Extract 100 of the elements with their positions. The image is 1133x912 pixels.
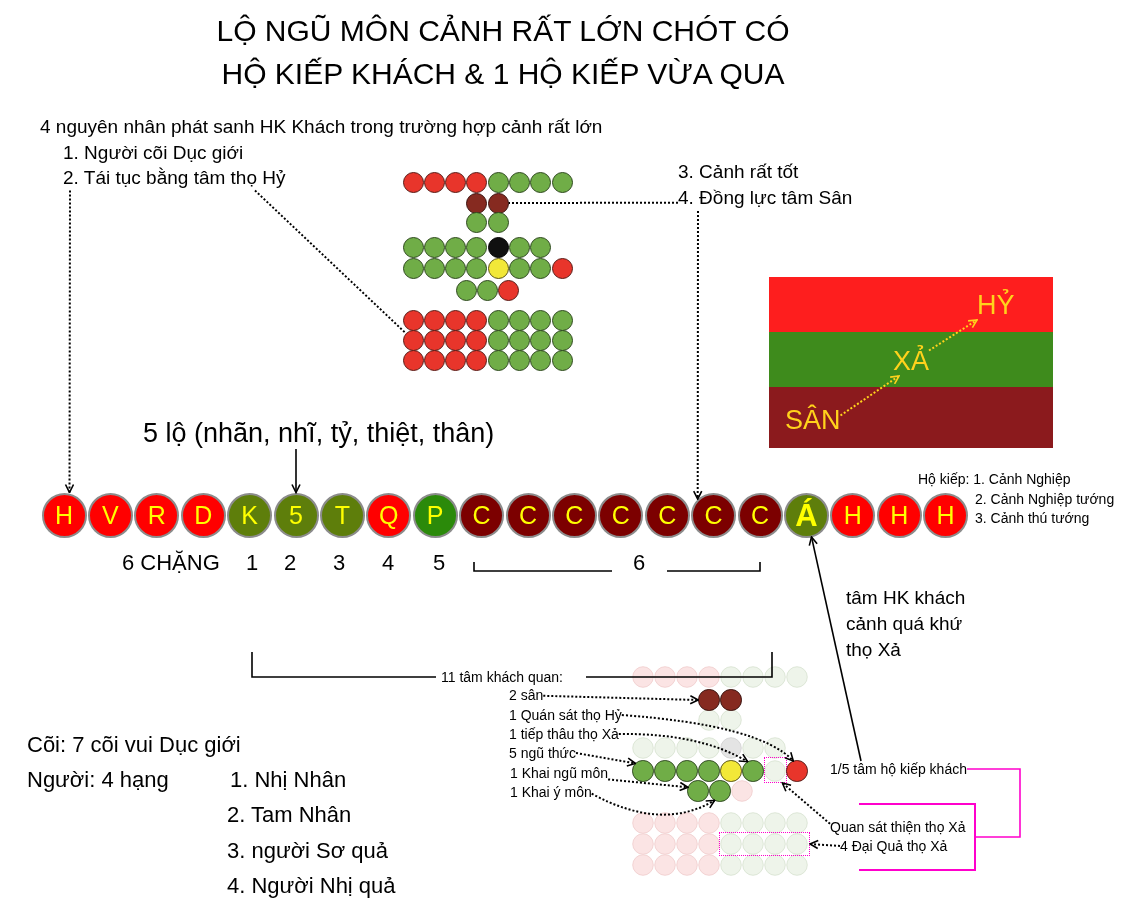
dot — [720, 689, 742, 711]
callout-text: 1/5 tâm hộ kiếp khách — [830, 761, 967, 777]
dot — [487, 211, 509, 233]
dot — [455, 279, 477, 301]
title: LỘ NGŨ MÔN CẢNH RẤT LỚN CHÓT CÓ HỘ KIẾP KHÁCH & 1 HỘ KIẾP VỪA QUA — [215, 13, 791, 92]
dot — [445, 349, 467, 371]
dot — [720, 760, 742, 782]
leader-line — [507, 201, 679, 204]
letter-circle: R — [134, 492, 180, 538]
stage-number: 6 — [632, 550, 646, 576]
dot — [466, 329, 488, 351]
highlight-frame — [719, 832, 810, 856]
callout-text: 2 sân — [509, 687, 544, 703]
dot — [487, 257, 509, 279]
dot — [676, 760, 698, 782]
dot — [632, 760, 654, 782]
dot — [551, 329, 573, 351]
dot — [466, 192, 488, 214]
dot — [477, 279, 499, 301]
arrow — [809, 839, 841, 850]
dot — [530, 349, 552, 371]
arrow — [781, 782, 831, 825]
dot — [698, 760, 720, 782]
dot — [466, 171, 488, 193]
dot — [402, 329, 424, 351]
dot — [530, 329, 552, 351]
callout-text: 5 ngũ thức — [509, 745, 576, 761]
stage-number: 1 — [245, 550, 259, 576]
color-band — [769, 332, 1053, 387]
annotation-text: 5 lộ (nhãn, nhĩ, tỷ, thiệt, thân) — [143, 417, 495, 449]
dot — [487, 349, 509, 371]
note-text: 2. Tam Nhân — [227, 802, 352, 828]
dot — [402, 349, 424, 371]
dot — [445, 236, 467, 258]
dot — [551, 309, 573, 331]
dot — [742, 760, 764, 782]
arrow — [607, 778, 689, 792]
note-text: 3. Cảnh thú tướng — [975, 510, 1090, 526]
arrow — [575, 752, 637, 767]
list-item: 1. Người cõi Dục giới — [63, 140, 244, 165]
callout-text: 1 Quán sát thọ Hỷ — [509, 707, 622, 723]
dot — [445, 171, 467, 193]
stage-number: 5 — [432, 550, 446, 576]
dot — [530, 236, 552, 258]
letter-circle: H — [41, 492, 87, 538]
stage-label: 6 CHẶNG — [122, 550, 220, 576]
dot — [509, 236, 530, 258]
dot — [487, 192, 509, 214]
stage-number: 2 — [283, 550, 297, 576]
note-text: 2. Cảnh Nghiệp tướng — [975, 491, 1115, 507]
arrow — [542, 694, 700, 705]
list-item: 3. Cảnh rất tốt — [678, 160, 799, 184]
letter-circle: 5 — [273, 492, 319, 538]
arrow — [620, 714, 795, 762]
dot — [423, 257, 445, 279]
letter-circle: H — [923, 492, 969, 538]
dot — [466, 257, 488, 279]
dot — [466, 349, 488, 371]
letter-circle: V — [87, 492, 133, 538]
connector-line — [966, 768, 1021, 838]
dot — [551, 171, 573, 193]
band-label: HỶ — [977, 290, 1015, 320]
letter-circle: Q — [366, 492, 412, 538]
dot — [445, 257, 467, 279]
letter-circle: H — [830, 492, 876, 538]
dot — [402, 171, 424, 193]
note-text: 1. Nhị Nhân — [230, 767, 347, 793]
dot — [698, 689, 720, 711]
callout-text: Quan sát thiện thọ Xả — [830, 819, 966, 835]
dot — [423, 309, 445, 331]
letter-circle: C — [459, 492, 505, 538]
dot — [423, 329, 445, 351]
stage-number: 3 — [332, 550, 346, 576]
color-band — [769, 277, 1053, 332]
letter-circle: H — [876, 492, 922, 538]
leader-line — [254, 189, 407, 334]
dot — [509, 309, 530, 331]
dot — [423, 349, 445, 371]
note-text: Cõi: 7 cõi vui Dục giới — [27, 732, 241, 758]
list-item: 2. Tái tục bằng tâm thọ Hỷ — [63, 166, 286, 190]
dot — [487, 329, 509, 351]
dot — [423, 236, 445, 258]
callout-text: 1 Khai ngũ môn — [510, 765, 609, 781]
callout-text: 4 Đại Quả thọ Xả — [840, 838, 948, 854]
arrow — [64, 189, 75, 494]
dot — [530, 309, 552, 331]
dot — [487, 171, 509, 193]
callout-text: 1 Khai ý môn — [510, 784, 592, 800]
arrow — [692, 210, 703, 501]
dot — [654, 760, 676, 782]
letter-circle: C — [505, 492, 551, 538]
list-item: 4. Đồng lực tâm Sân — [678, 186, 853, 210]
dot — [445, 329, 467, 351]
dot — [709, 780, 731, 802]
band-label: XẢ — [893, 346, 930, 376]
dot — [402, 257, 424, 279]
dot — [509, 257, 530, 279]
dot — [786, 760, 808, 782]
letter-circle: C — [551, 492, 597, 538]
dot — [530, 257, 552, 279]
